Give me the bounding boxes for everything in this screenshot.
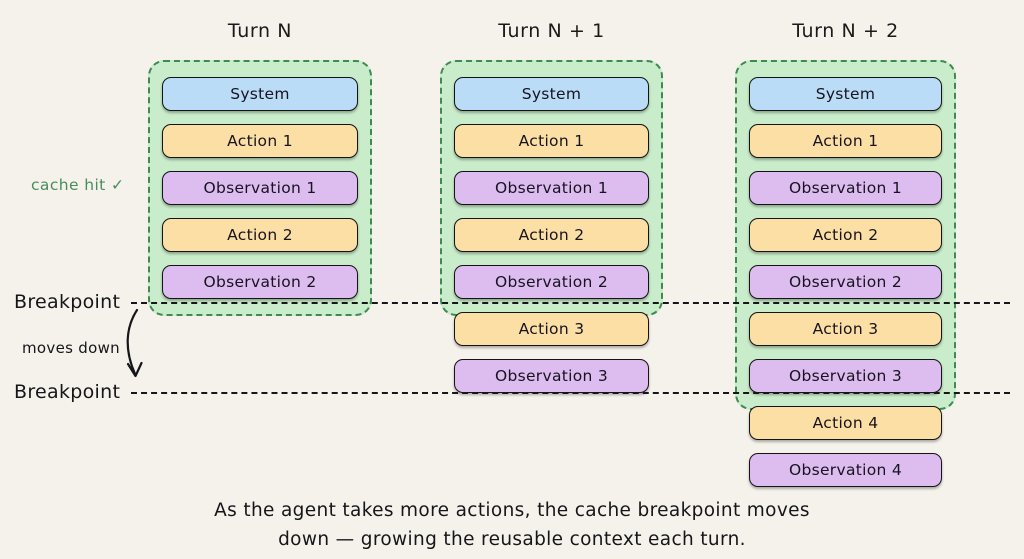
message-chip-observation[interactable]: Observation 2 <box>454 265 649 299</box>
message-chip-action[interactable]: Action 1 <box>749 124 942 158</box>
message-chip-action[interactable]: Action 4 <box>749 406 942 440</box>
message-chip-observation[interactable]: Observation 2 <box>162 265 358 299</box>
message-chip-system[interactable]: System <box>454 77 649 111</box>
cache-hit-label: cache hit ✓ <box>31 176 125 194</box>
message-chip-system[interactable]: System <box>162 77 358 111</box>
message-chip-observation[interactable]: Observation 3 <box>454 359 649 393</box>
column-header-2: Turn N + 1 <box>498 20 605 42</box>
message-chip-action[interactable]: Action 2 <box>749 218 942 252</box>
breakpoint-line-upper <box>131 302 1010 304</box>
message-chip-observation[interactable]: Observation 3 <box>749 359 942 393</box>
message-chip-observation[interactable]: Observation 1 <box>162 171 358 205</box>
moves-down-label: moves down <box>22 339 120 357</box>
breakpoint-line-lower <box>131 392 1010 394</box>
message-chip-action[interactable]: Action 2 <box>454 218 649 252</box>
message-chip-action[interactable]: Action 1 <box>454 124 649 158</box>
column-header-1: Turn N <box>227 20 293 42</box>
message-chip-observation[interactable]: Observation 1 <box>749 171 942 205</box>
breakpoint-label-upper: Breakpoint <box>14 291 121 313</box>
breakpoint-label-lower: Breakpoint <box>14 381 121 403</box>
diagram-caption: As the agent takes more actions, the cac… <box>0 496 1024 554</box>
moves-down-arrow-icon <box>126 308 143 378</box>
message-chip-action[interactable]: Action 1 <box>162 124 358 158</box>
caption-line-2: down — growing the reusable context each… <box>278 529 746 550</box>
message-chip-action[interactable]: Action 3 <box>749 312 942 346</box>
message-chip-observation[interactable]: Observation 2 <box>749 265 942 299</box>
message-chip-action[interactable]: Action 3 <box>454 312 649 346</box>
message-chip-system[interactable]: System <box>749 77 942 111</box>
message-chip-observation[interactable]: Observation 4 <box>749 453 942 487</box>
column-header-3: Turn N + 2 <box>792 20 899 42</box>
caption-line-1: As the agent takes more actions, the cac… <box>214 500 810 521</box>
message-chip-action[interactable]: Action 2 <box>162 218 358 252</box>
message-chip-observation[interactable]: Observation 1 <box>454 171 649 205</box>
